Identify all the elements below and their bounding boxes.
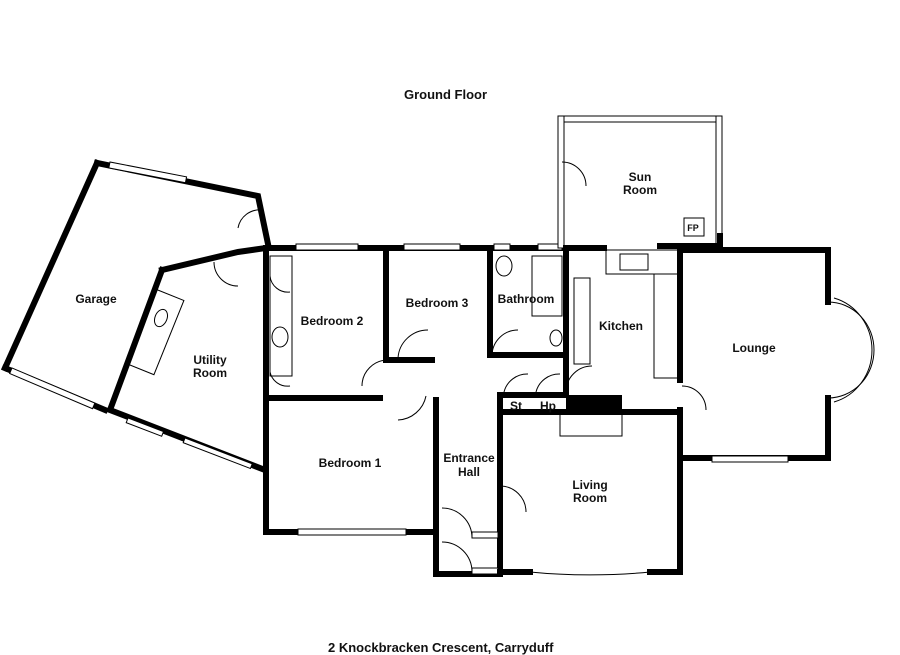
floor-title: Ground Floor (404, 87, 488, 102)
room-label-entrance-2: Hall (458, 465, 480, 479)
room-label-living-2: Room (573, 491, 607, 505)
bedroom3-walls (383, 243, 493, 363)
sunroom-walls (557, 115, 723, 251)
lounge-walls (677, 247, 875, 463)
room-label-bedroom2: Bedroom 2 (301, 314, 364, 328)
entrance-walls (433, 409, 527, 577)
room-label-utility-2: Room (193, 366, 227, 380)
room-label-bedroom3: Bedroom 3 (406, 296, 469, 310)
room-label-utility-1: Utility (193, 353, 227, 367)
room-label-entrance-1: Entrance (443, 451, 495, 465)
room-label-sunroom-2: Room (623, 183, 657, 197)
fireplace-label: FP (687, 223, 699, 233)
room-label-bedroom1: Bedroom 1 (319, 456, 382, 470)
room-label-store: St (510, 399, 522, 413)
utility-walls (106, 244, 270, 474)
room-label-sunroom-1: Sun (629, 170, 652, 184)
room-label-kitchen: Kitchen (599, 319, 643, 333)
living-walls (497, 409, 683, 576)
room-label-garage: Garage (75, 292, 117, 306)
bedroom2-walls (263, 243, 389, 401)
room-label-bathroom: Bathroom (498, 292, 555, 306)
room-label-hotpress: Hp (540, 399, 556, 413)
property-address: 2 Knockbracken Crescent, Carryduff (328, 640, 554, 655)
garage-walls (1, 159, 272, 414)
room-label-lounge: Lounge (732, 341, 776, 355)
room-label-living-1: Living (572, 478, 607, 492)
kitchen-walls (497, 249, 683, 415)
bedroom1-walls (263, 359, 439, 536)
